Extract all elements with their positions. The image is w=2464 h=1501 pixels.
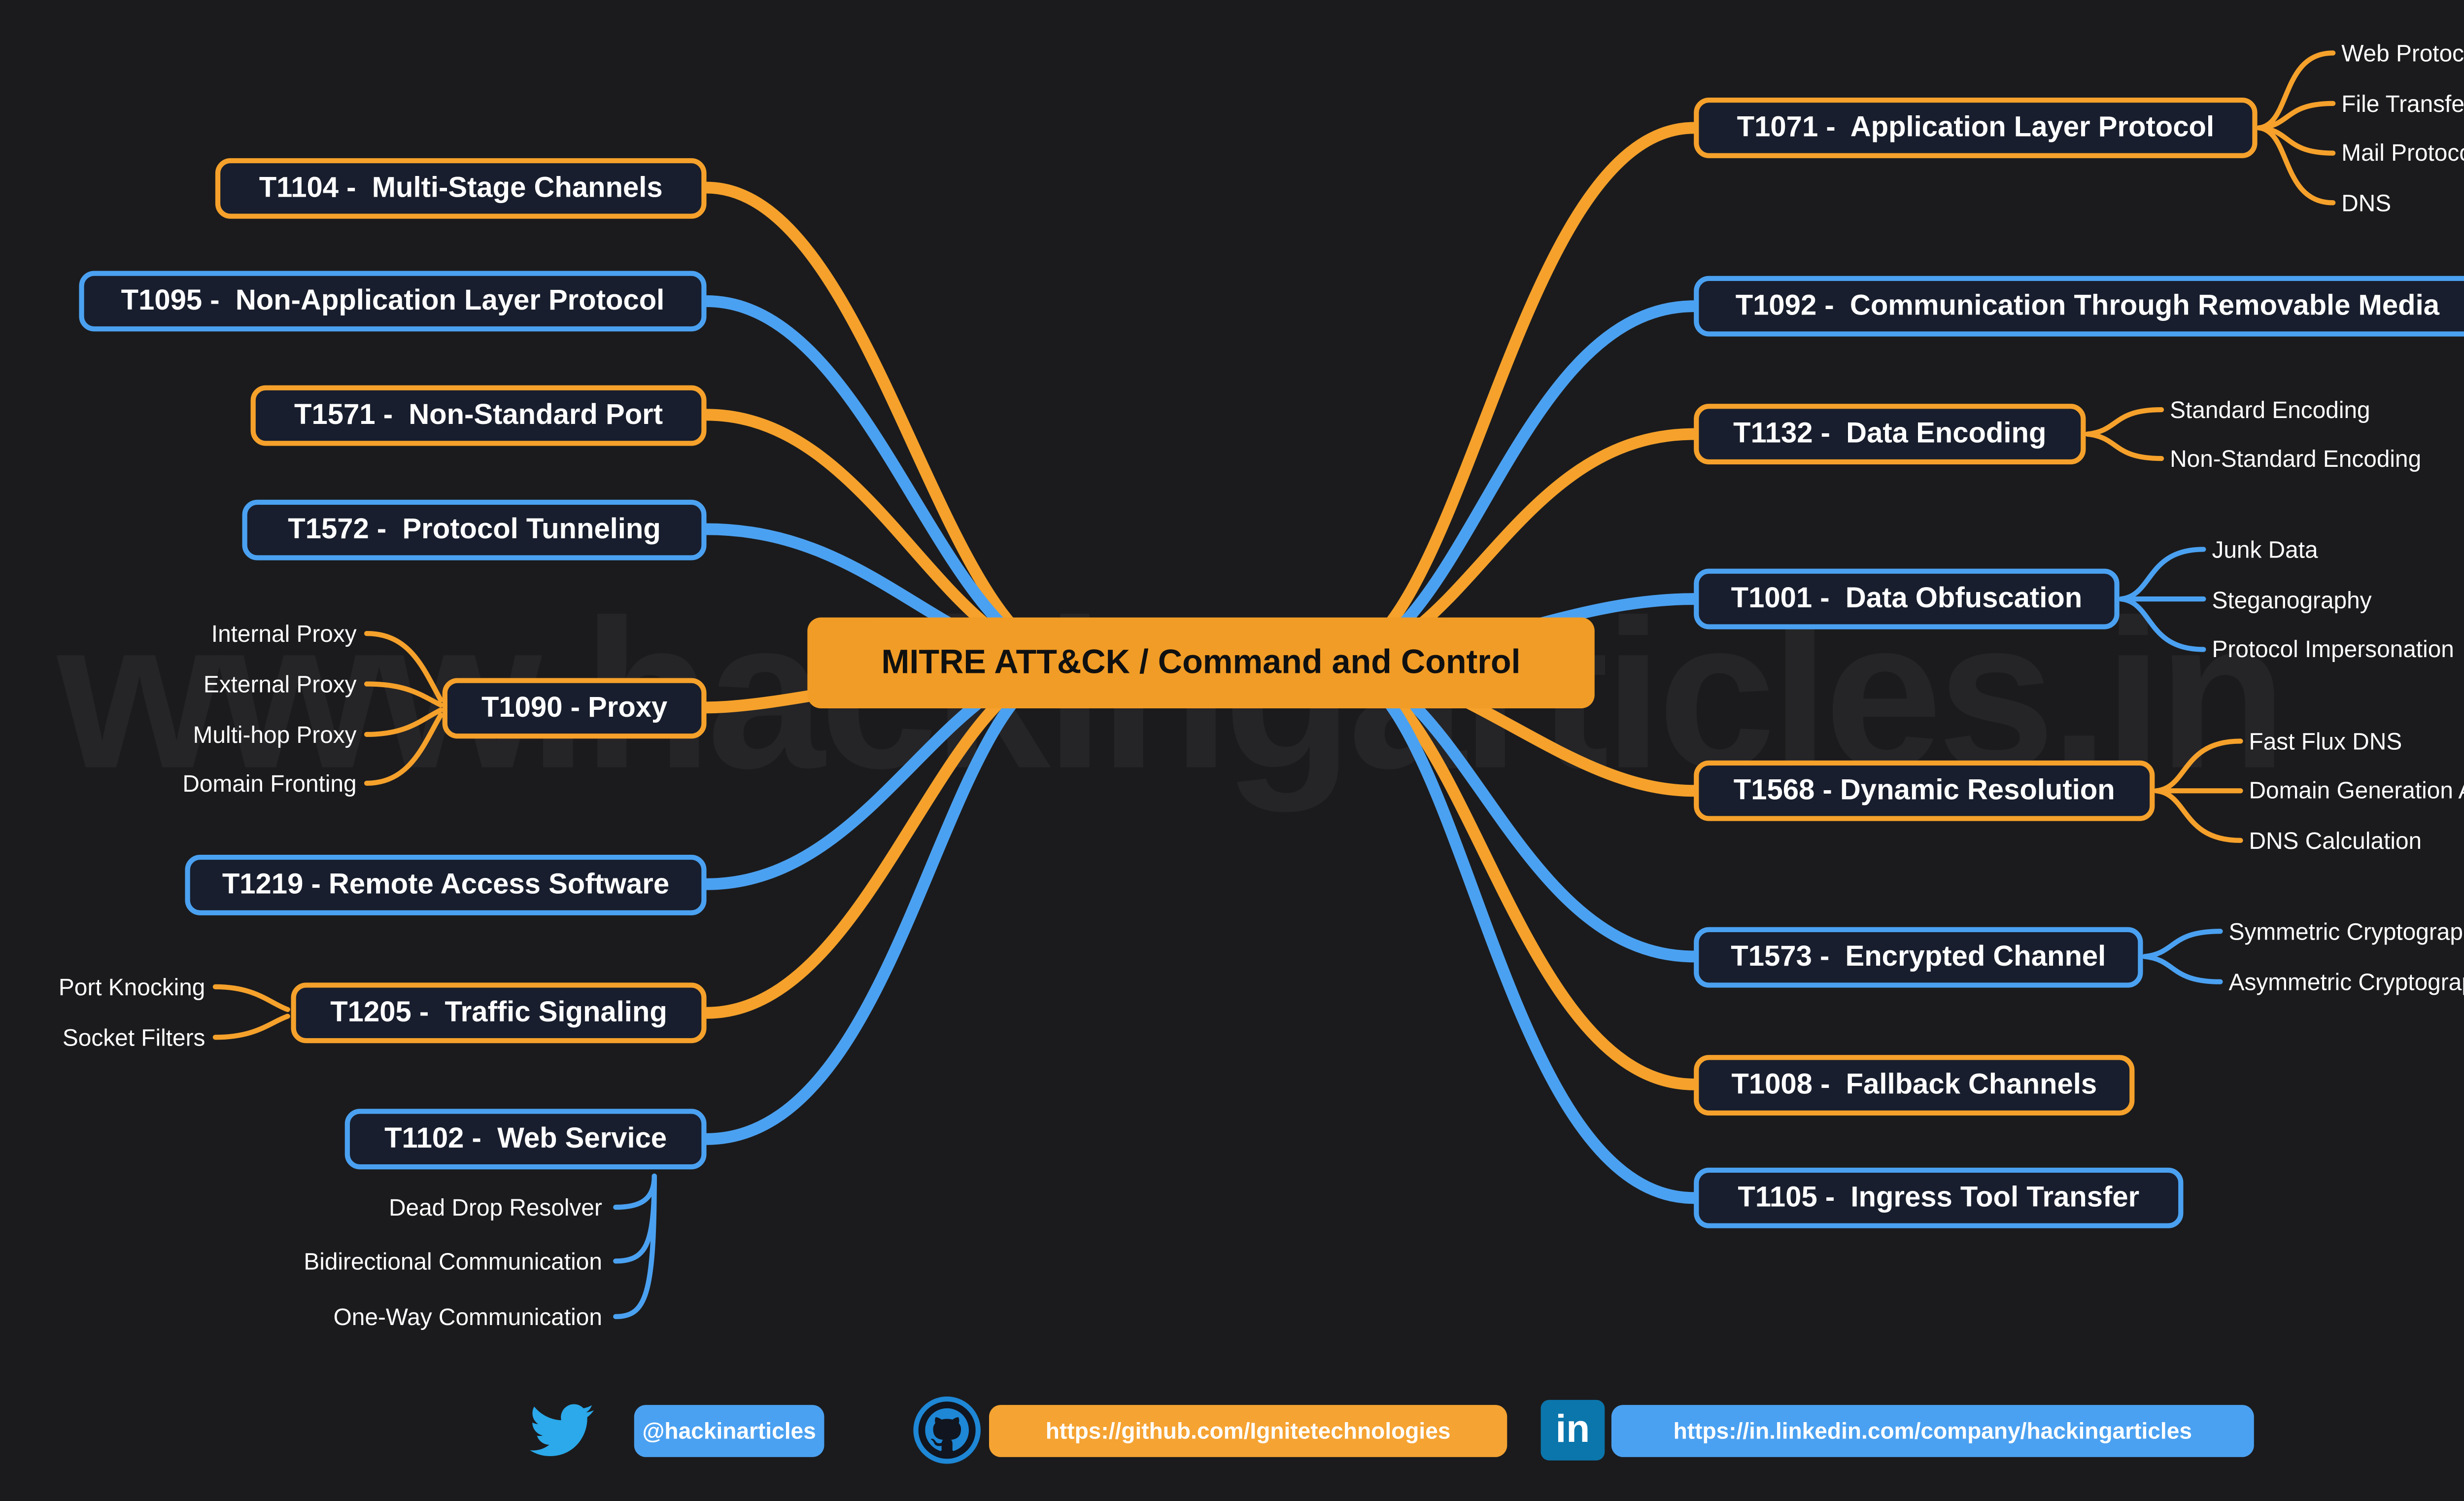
node-t1008: T1008 - Fallback Channels [1694, 1055, 2135, 1116]
node-t1090: T1090 - Proxy [442, 678, 707, 739]
subtechnique-internal-proxy: Internal Proxy [211, 619, 357, 646]
node-t1104: T1104 - Multi-Stage Channels [215, 158, 707, 219]
subtechnique-dead-drop-resolver: Dead Drop Resolver [388, 1193, 602, 1220]
subtechnique-domain-generation-algorithms: Domain Generation Algorithms [2249, 776, 2464, 803]
subtechnique-symmetric-cryptography: Symmetric Cryptography [2228, 917, 2464, 944]
node-t1071: T1071 - Application Layer Protocol [1694, 97, 2258, 158]
linkedin-icon[interactable]: in [1540, 1399, 1605, 1461]
subtechnique-junk-data: Junk Data [2212, 535, 2318, 562]
node-t1573: T1573 - Encrypted Channel [1694, 927, 2143, 988]
subtechnique-fast-flux-dns: Fast Flux DNS [2249, 727, 2402, 754]
node-t1568: T1568 - Dynamic Resolution [1694, 760, 2155, 821]
github-icon[interactable] [913, 1396, 981, 1464]
node-t1572: T1572 - Protocol Tunneling [242, 499, 707, 560]
node-t1095: T1095 - Non-Application Layer Protocol [79, 271, 707, 332]
subtechnique-multi-hop-proxy: Multi-hop Proxy [193, 720, 357, 747]
subtechnique-asymmetric-cryptography: Asymmetric Cryptography [2228, 967, 2464, 995]
node-t1571: T1571 - Non-Standard Port [250, 385, 707, 446]
node-t1219: T1219 - Remote Access Software [185, 854, 707, 915]
node-t1105: T1105 - Ingress Tool Transfer [1694, 1167, 2184, 1228]
linkedin-url-badge[interactable]: https://in.linkedin.com/company/hackinga… [1611, 1405, 2254, 1457]
subtechnique-socket-filters: Socket Filters [62, 1023, 205, 1050]
node-t1001: T1001 - Data Obfuscation [1694, 568, 2120, 629]
subtechnique-mail-protocols: Mail Protocols [2341, 139, 2464, 166]
subtechnique-standard-encoding: Standard Encoding [2170, 395, 2370, 422]
subtechnique-dns: DNS [2341, 188, 2392, 215]
node-t1132: T1132 - Data Encoding [1694, 404, 2086, 465]
node-t1205: T1205 - Traffic Signaling [291, 982, 707, 1044]
node-t1102: T1102 - Web Service [344, 1109, 707, 1170]
twitter-icon[interactable] [525, 1398, 599, 1462]
subtechnique-bidirectional-communication: Bidirectional Communication [304, 1247, 602, 1274]
subtechnique-file-transfer-protocols: File Transfer Protocols [2341, 89, 2464, 116]
subtechnique-steganography: Steganography [2212, 585, 2372, 613]
subtechnique-one-way-communication: One-Way Communication [333, 1302, 602, 1329]
root-node-title: MITRE ATT&CK / Command and Control [807, 617, 1595, 708]
twitter-handle-badge[interactable]: @hackinarticles [634, 1405, 824, 1457]
node-t1092: T1092 - Communication Through Removable … [1694, 276, 2464, 337]
subtechnique-external-proxy: External Proxy [203, 669, 357, 697]
subtechnique-domain-fronting: Domain Fronting [182, 768, 357, 796]
github-url-badge[interactable]: https://github.com/Ignitetechnologies [989, 1405, 1507, 1457]
subtechnique-protocol-impersonation: Protocol Impersonation [2212, 635, 2454, 663]
subtechnique-non-standard-encoding: Non-Standard Encoding [2170, 444, 2422, 471]
subtechnique-dns-calculation: DNS Calculation [2249, 826, 2422, 853]
subtechnique-web-protocols: Web Protocols [2341, 38, 2464, 66]
github-octocat-glyph [925, 1408, 969, 1451]
subtechnique-port-knocking: Port Knocking [58, 972, 205, 1000]
